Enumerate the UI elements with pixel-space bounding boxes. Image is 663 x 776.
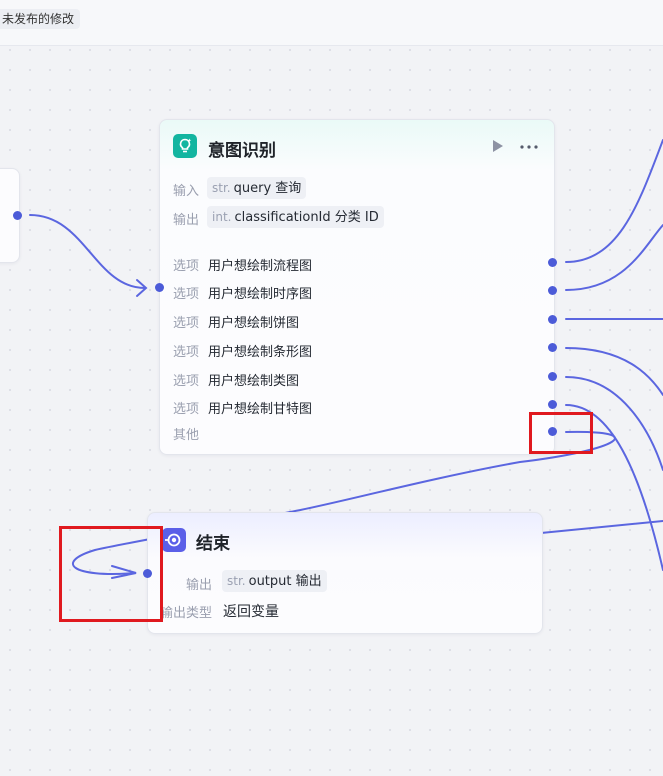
input-type: str.: [212, 181, 231, 195]
input-var-name: query: [233, 181, 272, 196]
option-label-5: 选项: [173, 374, 200, 389]
option-label-3: 选项: [173, 316, 200, 331]
option-2-port[interactable]: [548, 286, 557, 295]
option-text-6: 用户想绘制甘特图: [208, 402, 313, 417]
intent-node-title: 意图识别: [208, 141, 276, 161]
output-var-chip: int.classificationId 分类 ID: [207, 206, 384, 228]
option-label-2: 选项: [173, 287, 200, 302]
end-node-title: 结束: [196, 534, 230, 554]
option-text-5: 用户想绘制类图: [208, 374, 300, 389]
end-output-label: 输出: [186, 578, 213, 593]
edge-arrow-intent: [136, 279, 148, 297]
intent-node[interactable]: 意图识别 输入 str.query 查询 输出 int.classificati…: [159, 119, 555, 455]
highlight-box-other-port: [529, 412, 593, 454]
edge-option-2[interactable]: [565, 224, 663, 291]
end-input-port[interactable]: [143, 569, 152, 578]
option-5-port[interactable]: [548, 372, 557, 381]
end-output-var-name: output: [248, 574, 292, 589]
option-4-port[interactable]: [548, 343, 557, 352]
option-text-4: 用户想绘制条形图: [208, 345, 313, 360]
end-node[interactable]: 结束 输出 str.output 输出 输出类型 返回变量: [147, 512, 543, 634]
end-output-type-label: 输出类型: [160, 606, 213, 621]
output-var-desc: 分类 ID: [334, 210, 379, 225]
intent-input-port[interactable]: [155, 283, 164, 292]
option-label-4: 选项: [173, 345, 200, 360]
other-port[interactable]: [548, 427, 557, 436]
input-var-chip: str.query 查询: [207, 177, 307, 199]
option-text-1: 用户想绘制流程图: [208, 259, 313, 274]
top-bar: 未发布的修改: [0, 0, 663, 46]
edge-left-to-intent[interactable]: [29, 214, 146, 289]
play-icon[interactable]: [491, 138, 505, 154]
end-output-type-value: 返回变量: [223, 604, 279, 620]
option-label-1: 选项: [173, 259, 200, 274]
output-label: 输出: [173, 213, 200, 228]
unpublished-changes-tag[interactable]: 未发布的修改: [0, 9, 81, 29]
end-output-var-desc: 输出: [295, 574, 322, 589]
more-icon[interactable]: [518, 138, 540, 154]
option-text-2: 用户想绘制时序图: [208, 287, 313, 302]
edge-option-4[interactable]: [565, 347, 663, 396]
option-3-port[interactable]: [548, 315, 557, 324]
end-icon: [162, 528, 186, 552]
edge-end-right[interactable]: [540, 520, 663, 534]
input-var-desc: 查询: [275, 181, 302, 196]
input-label: 输入: [173, 184, 200, 199]
edge-option-1[interactable]: [565, 139, 663, 263]
option-1-port[interactable]: [548, 258, 557, 267]
end-output-var-chip: str.output 输出: [222, 570, 327, 592]
option-text-3: 用户想绘制饼图: [208, 316, 300, 331]
highlight-box-end-input: [59, 526, 163, 622]
option-6-port[interactable]: [548, 400, 557, 409]
option-label-6: 选项: [173, 402, 200, 417]
output-type: int.: [212, 210, 232, 224]
other-label: 其他: [173, 428, 200, 443]
end-output-type: str.: [227, 574, 246, 588]
output-var-name: classificationId: [234, 210, 331, 225]
lightbulb-icon: [173, 134, 197, 158]
left-node-output-port[interactable]: [13, 211, 22, 220]
